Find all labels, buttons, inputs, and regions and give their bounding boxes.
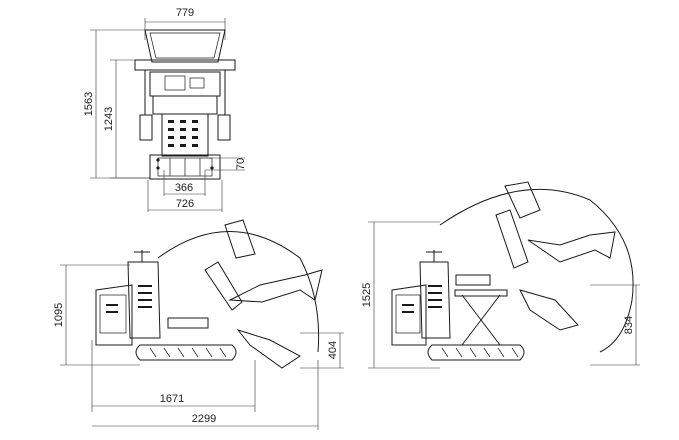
vent-slots [106,285,152,313]
dim-top-track-inner: 366 [175,182,193,194]
track-links [149,347,227,358]
dim-left-length-total: 2299 [192,413,216,425]
vent-slots-right [402,285,442,313]
dim-top-height-inner: 1243 [103,107,115,131]
left-side-view: 1095 [53,219,344,430]
plate-holes [168,120,198,147]
right-side-view: 1525 [361,181,640,369]
dim-top-track-outer: 726 [176,198,194,210]
dim-right-height: 1525 [361,283,373,307]
dim-top-side-offset: 70 [235,158,247,170]
dim-top-height-total: 1563 [83,92,95,116]
dim-top-width: 779 [176,7,194,19]
dim-left-bucket-height: 404 [327,341,339,359]
dim-right-reach-height: 834 [623,316,635,334]
top-view: 779 1563 1243 [83,7,247,212]
dim-left-height: 1095 [53,303,65,327]
track-links-right [441,347,519,358]
dim-left-length-inner: 1671 [160,393,184,405]
